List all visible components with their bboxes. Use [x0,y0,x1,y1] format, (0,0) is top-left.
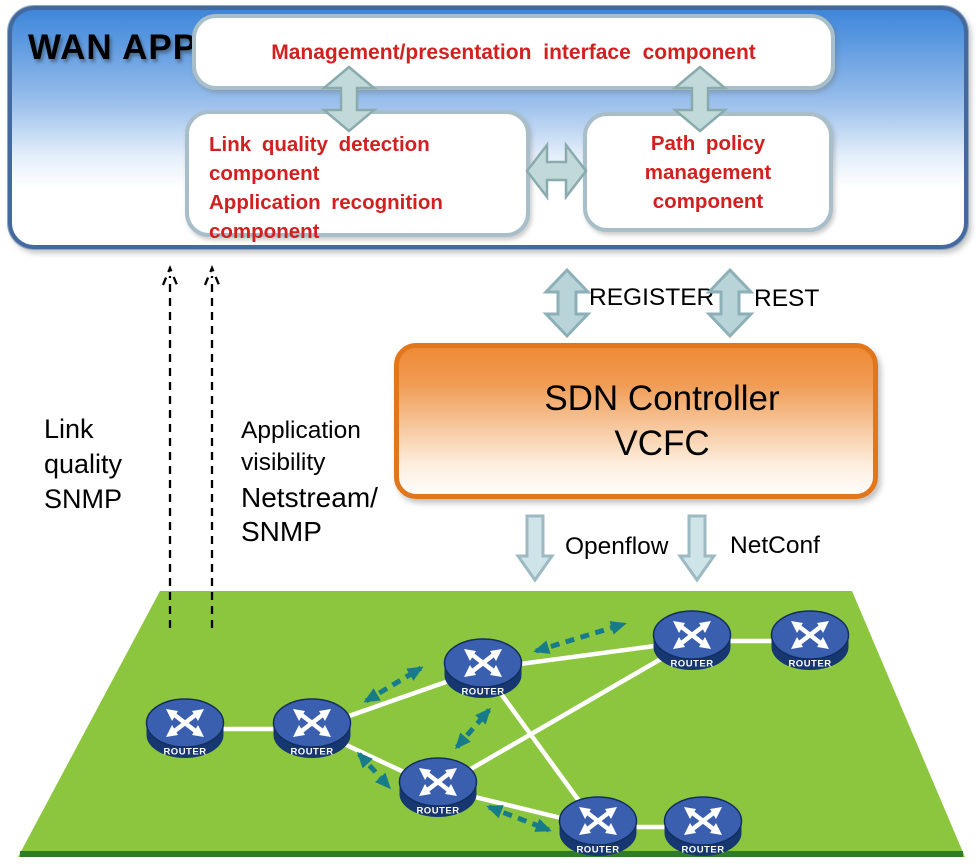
rest-arrow [705,267,755,339]
traffic-flow-arrow [486,804,552,833]
netstream-snmp-label: Netstream/ SNMP [241,482,378,547]
router-label: ROUTER [461,687,504,698]
register-label: REGISTER [589,284,715,311]
register-arrow [542,267,592,339]
traffic-flow-arrow [363,665,424,704]
traffic-flow-arrows [356,621,627,833]
network-links [185,638,810,830]
sdn-controller-box: SDN Controller VCFC [394,343,878,499]
router-label: ROUTER [670,659,713,670]
path-policy-box: Path policy management component [583,112,833,232]
wan-network-plane [18,591,965,857]
traffic-flow-arrow [455,707,491,750]
router-icon: ROUTER [560,797,637,856]
router-icon: ROUTER [147,699,224,758]
netconf-label: NetConf [730,532,820,559]
application-visibility-label: Application visibility [241,417,361,476]
router-label: ROUTER [576,845,619,856]
router-icon: ROUTER [445,639,522,698]
router-label: ROUTER [290,747,333,758]
router-label: ROUTER [681,845,724,856]
link-quality-snmp-arrow [161,264,179,628]
management-interface-label: Management/presentation interface compon… [271,40,756,64]
netconf-arrow [677,514,717,583]
link-quality-label: Link quality detection component Applica… [209,133,443,243]
openflow-arrow [515,514,555,583]
router-icon: ROUTER [772,611,849,670]
traffic-flow-arrow [356,751,392,790]
router-label: ROUTER [788,659,831,670]
traffic-flow-arrow [533,621,627,654]
path-policy-label: Path policy management component [644,131,772,213]
openflow-label: Openflow [565,533,669,560]
router-icon: ROUTER [665,797,742,856]
rest-label: REST [754,285,820,312]
sdn-controller-label: SDN Controller VCFC [544,379,780,463]
router-label: ROUTER [416,806,459,817]
management-interface-box: Management/presentation interface compon… [192,14,835,90]
router-icon: ROUTER [654,611,731,670]
router-label: ROUTER [163,747,206,758]
netstream-snmp-arrow [203,264,221,628]
wan-app-title: WAN APP [28,28,198,67]
wan-app-panel: WAN APP Management/presentation interfac… [8,6,968,249]
router-icon: ROUTER [400,758,477,817]
link-quality-box: Link quality detection component Applica… [185,110,530,243]
link-quality-snmp-label: Link quality SNMP [44,414,123,514]
router-icon: ROUTER [274,699,351,758]
